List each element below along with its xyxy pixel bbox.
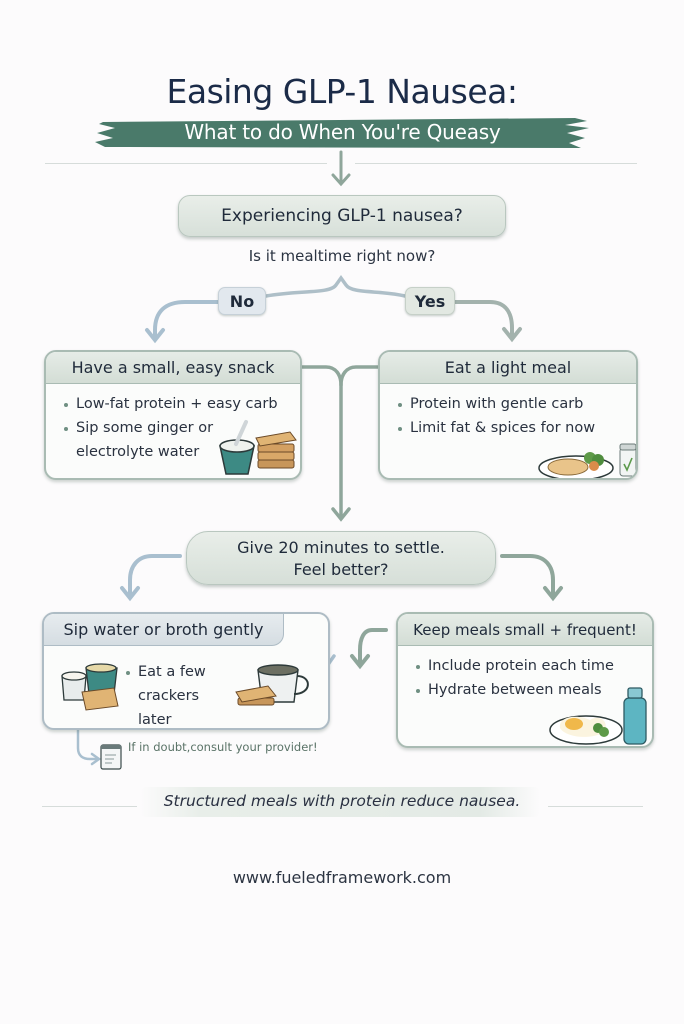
- crackers-icon: [255, 431, 297, 469]
- tagline-divider-right: [548, 806, 643, 807]
- list-item: Hydrate between meals: [416, 678, 652, 702]
- arrow-not-better: [120, 554, 182, 602]
- frequent-meals-illustration: [549, 687, 647, 745]
- settle-question-line1: Give 20 minutes to settle.: [237, 538, 445, 557]
- sip-card-title: Sip water or broth gently: [44, 614, 284, 646]
- tagline-brush: [140, 787, 540, 817]
- plated-meal-icon: [538, 452, 614, 478]
- meal-card-title: Eat a light meal: [380, 352, 636, 384]
- salt-shaker-icon: [619, 443, 636, 477]
- subtitle-banner: What to do When You're Queasy: [95, 116, 590, 150]
- list-item: Protein with gentle carb: [398, 392, 636, 416]
- snack-card-list: Low-fat protein + easy carb Sip some gin…: [46, 384, 300, 464]
- arrow-yes-branch: [453, 300, 522, 343]
- sip-card: Sip water or broth gently Eat a few crac…: [42, 612, 330, 730]
- arrow-no-branch: [145, 300, 220, 344]
- branch-question: Is it mealtime right now?: [248, 247, 436, 265]
- meal-illustration: [538, 443, 636, 478]
- frequent-meals-card: Keep meals small + frequent! Include pro…: [396, 612, 654, 748]
- list-item: Low-fat protein + easy carb: [64, 392, 300, 416]
- clipboard-note-icon: [100, 744, 122, 770]
- water-bottle-icon: [623, 687, 647, 745]
- list-item: Sip some ginger or electrolyte water: [64, 416, 214, 464]
- sip-left-illustration: [61, 663, 119, 711]
- header-divider-left: [45, 163, 327, 164]
- sip-card-list: Eat a few crackers later: [126, 652, 216, 728]
- egg-plate-icon: [549, 715, 623, 745]
- provider-note: If in doubt,consult your provider!: [128, 740, 318, 754]
- snack-illustration: [219, 420, 297, 475]
- page-title: Easing GLP-1 Nausea:: [166, 72, 518, 111]
- footer-url[interactable]: www.fueledframework.com: [232, 868, 452, 887]
- decision-brace: [264, 274, 407, 298]
- list-item: Include protein each time: [416, 654, 652, 678]
- yes-branch-label: Yes: [405, 287, 455, 315]
- snack-card-title: Have a small, easy snack: [46, 352, 300, 384]
- page-subtitle: What to do When You're Queasy: [184, 120, 501, 144]
- frequent-meals-card-list: Include protein each time Hydrate betwee…: [398, 646, 652, 702]
- yogurt-cup-icon: [219, 420, 255, 475]
- arrow-down-start: [331, 150, 351, 187]
- arrow-provider: [76, 728, 102, 766]
- arrow-better: [500, 554, 563, 602]
- brush-stroke: [95, 118, 589, 148]
- snack-card: Have a small, easy snack Low-fat protein…: [44, 350, 302, 480]
- meal-card-list: Protein with gentle carb Limit fat & spi…: [380, 384, 636, 440]
- cracker-icon: [81, 687, 119, 711]
- no-branch-label: No: [218, 287, 266, 315]
- arrow-merge: [300, 365, 380, 522]
- sip-right-illustration: [235, 664, 309, 706]
- header-divider-right: [355, 163, 637, 164]
- arrow-loop-frequent: [350, 628, 388, 670]
- meal-card: Eat a light meal Protein with gentle car…: [378, 350, 638, 480]
- settle-question-line2: Feel better?: [293, 560, 389, 579]
- frequent-meals-card-title: Keep meals small + frequent!: [398, 614, 652, 646]
- tagline-divider-left: [42, 806, 137, 807]
- settle-question-node: Give 20 minutes to settle. Feel better?: [186, 531, 496, 585]
- list-item: Eat a few crackers later: [126, 660, 216, 728]
- tagline: Structured meals with protein reduce nau…: [163, 792, 521, 810]
- crackers-stack-icon: [235, 685, 277, 706]
- broth-cups-icon: [61, 663, 118, 701]
- start-question-node: Experiencing GLP-1 nausea?: [178, 195, 506, 237]
- list-item: Limit fat & spices for now: [398, 416, 636, 440]
